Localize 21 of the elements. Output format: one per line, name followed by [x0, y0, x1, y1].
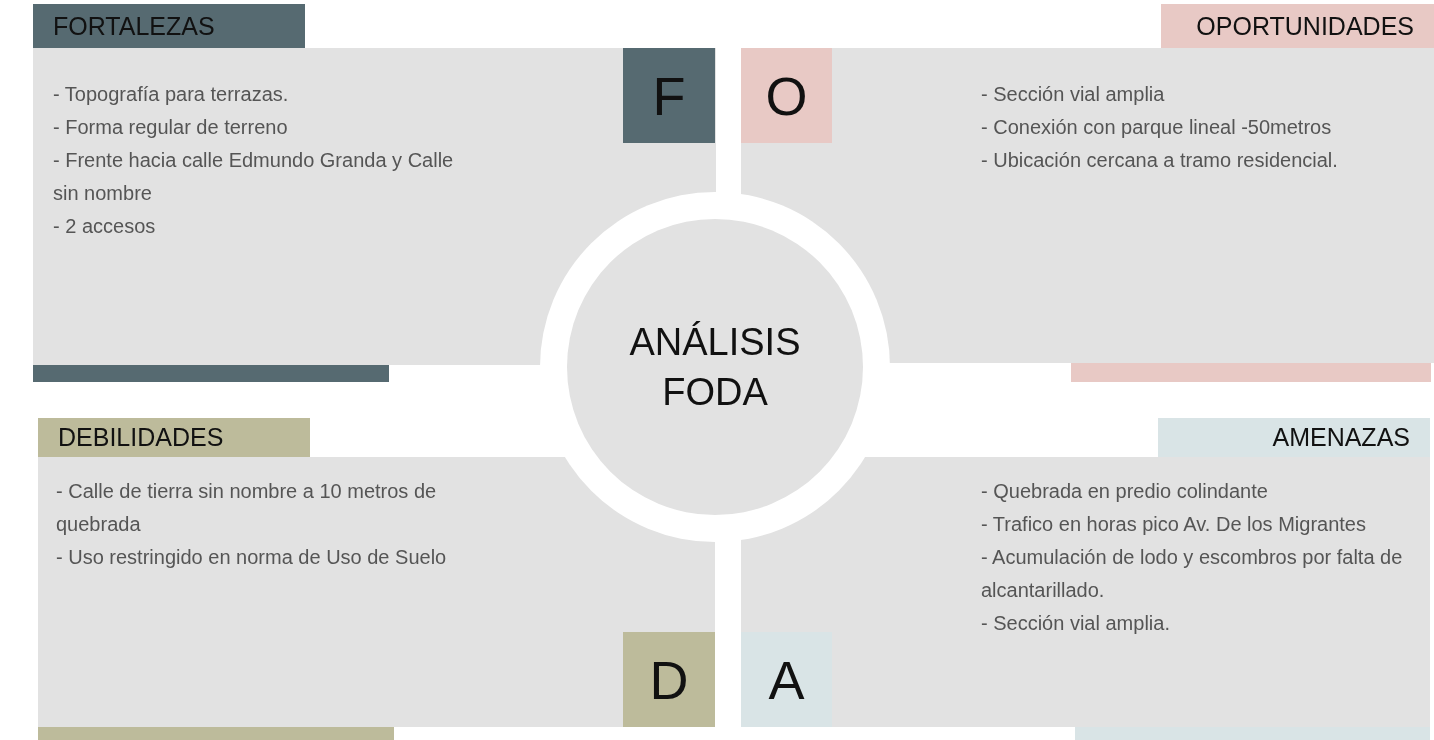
list-item: - Conexión con parque lineal -50metros	[981, 115, 1333, 140]
list-item: - Calle de tierra sin nombre a 10 metros de quebrada	[56, 479, 438, 537]
letter-tile: O	[741, 48, 832, 143]
letter-tile: F	[623, 48, 715, 143]
letter-tile: A	[741, 632, 832, 727]
list-item: - Uso restringido en norma de Uso de Suelo	[56, 545, 448, 570]
list-item: - Trafico en horas pico Av. De los Migrantes	[981, 512, 1367, 537]
quadrant-heading: AMENAZAS	[1158, 418, 1430, 457]
quadrant-heading: FORTALEZAS	[33, 4, 305, 48]
list-item: - Topografía para terrazas.	[53, 82, 290, 107]
letter-tile: D	[623, 632, 715, 727]
list-item: - Forma regular de terreno	[53, 115, 289, 140]
list-item: - 2 accesos	[53, 214, 157, 239]
list-item: - Sección vial amplia.	[981, 611, 1171, 636]
quadrant-heading: OPORTUNIDADES	[1161, 4, 1434, 48]
list-item: - Frente hacia calle Edmundo Granda y Calle sin nombre	[53, 148, 455, 206]
list-item: - Ubicación cercana a tramo residencial.	[981, 148, 1339, 173]
list-item: - Quebrada en predio colindante	[981, 479, 1269, 504]
list-item: - Sección vial amplia	[981, 82, 1166, 107]
quadrant-heading: DEBILIDADES	[38, 418, 310, 457]
list-item: - Acumulación de lodo y escombros por falta de alcantarillado.	[981, 545, 1404, 603]
